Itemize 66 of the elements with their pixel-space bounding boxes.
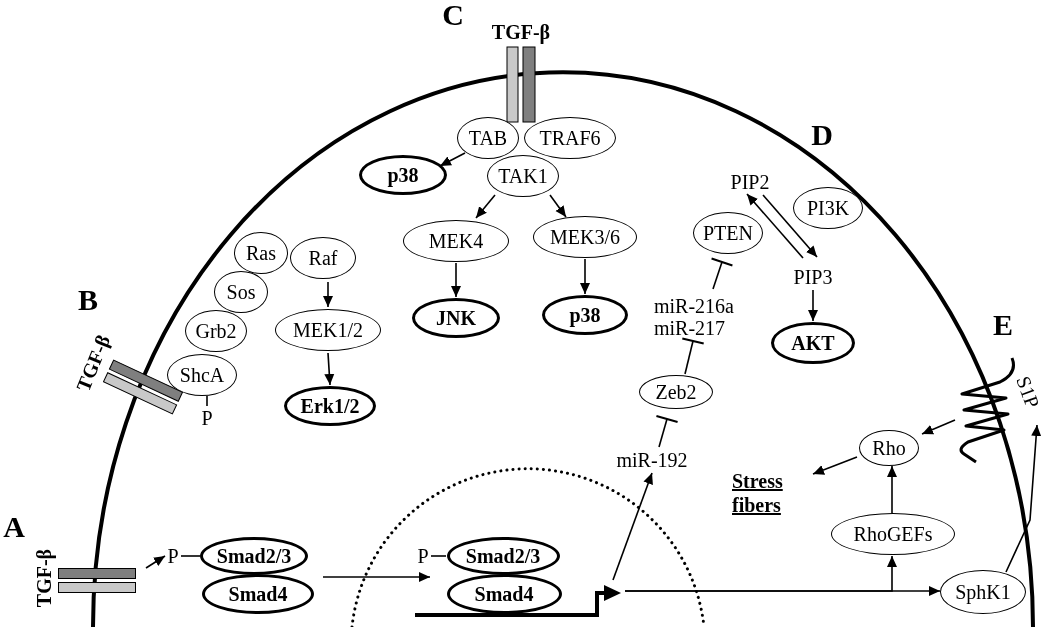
connector-line — [206, 395, 208, 407]
molecule-label: S1P — [1012, 373, 1044, 411]
protein-ellipse: Smad2/3 — [446, 537, 560, 575]
protein-ellipse: Smad4 — [202, 574, 314, 614]
receptor-drawing — [58, 568, 136, 594]
protein-ellipse: Ras — [234, 232, 288, 274]
arrow — [921, 419, 956, 435]
panel-letter: E — [993, 310, 1013, 340]
protein-ellipse: PI3K — [793, 187, 863, 229]
panel-letter: A — [3, 512, 25, 542]
arrow — [145, 555, 166, 569]
molecule-label: miR-216a miR-217 — [654, 295, 740, 339]
protein-ellipse: Grb2 — [185, 310, 247, 352]
arrow — [808, 289, 818, 322]
molecule-label: P — [167, 545, 179, 567]
molecule-label: PIP3 — [793, 266, 833, 288]
protein-ellipse: Smad4 — [446, 574, 562, 614]
arrow — [812, 456, 858, 475]
protein-ellipse: Erk1/2 — [284, 386, 376, 426]
inhibition-line — [710, 257, 734, 290]
arrow — [580, 258, 590, 295]
inhibition-line — [681, 337, 705, 375]
molecule-label: P — [417, 545, 429, 567]
arrow — [549, 194, 567, 218]
inhibition-line — [655, 415, 679, 448]
arrow — [612, 472, 653, 581]
protein-ellipse: RhoGEFs — [831, 513, 955, 555]
protein-ellipse: JNK — [412, 298, 500, 338]
panel-letter: B — [78, 285, 98, 315]
protein-ellipse: MEK1/2 — [275, 309, 381, 351]
protein-ellipse: Rho — [859, 430, 919, 466]
arrow — [324, 352, 335, 386]
molecule-label: P — [201, 407, 213, 429]
molecule-label: PIP2 — [730, 171, 770, 193]
protein-ellipse: ShcA — [167, 354, 237, 396]
connector-line — [430, 555, 447, 557]
arrow — [322, 572, 431, 582]
protein-ellipse: AKT — [771, 322, 855, 364]
protein-ellipse: TAK1 — [487, 155, 559, 197]
arrow — [762, 194, 818, 258]
protein-ellipse: Zeb2 — [639, 375, 713, 409]
protein-ellipse: PTEN — [693, 212, 763, 254]
protein-ellipse: p38 — [542, 295, 628, 335]
protein-ellipse: MEK4 — [403, 220, 509, 262]
ligand-label: TGF-β — [491, 22, 551, 42]
connector-line — [180, 555, 201, 557]
outcome-label: Stress fibers — [732, 469, 812, 517]
arrow — [323, 281, 333, 308]
protein-ellipse: Sos — [214, 271, 268, 313]
protein-ellipse: TRAF6 — [524, 117, 616, 159]
arrow — [887, 465, 897, 514]
protein-ellipse: SphK1 — [940, 570, 1026, 614]
panel-letter: C — [442, 0, 464, 30]
protein-ellipse: TAB — [457, 117, 519, 159]
arrow — [624, 555, 897, 592]
gene-promoter-arrow — [414, 582, 622, 620]
panel-letter: D — [811, 120, 833, 150]
protein-ellipse: Raf — [290, 237, 356, 279]
protein-ellipse: MEK3/6 — [533, 216, 637, 258]
protein-ellipse: p38 — [359, 155, 447, 195]
arrow — [475, 194, 496, 219]
arrow — [1005, 424, 1042, 573]
molecule-label: miR-192 — [616, 449, 688, 471]
arrow — [451, 262, 461, 298]
protein-ellipse: Smad2/3 — [200, 537, 308, 575]
arrow — [746, 193, 804, 259]
